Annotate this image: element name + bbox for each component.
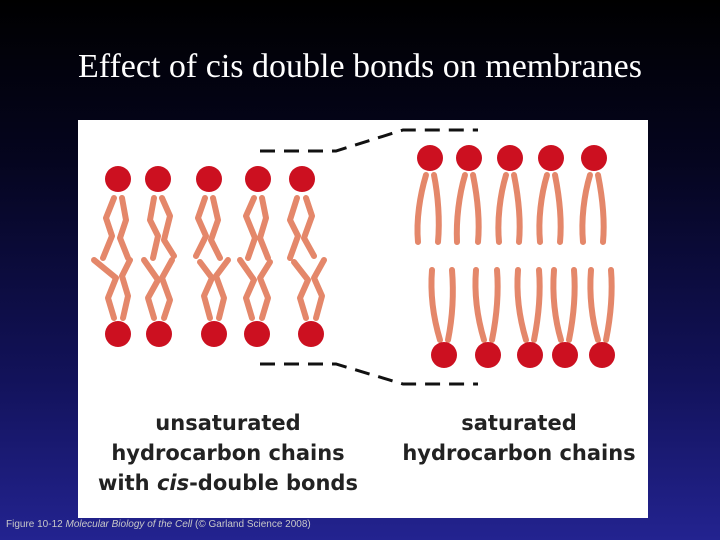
top-dashed-line	[260, 128, 478, 153]
dashed-connector-lines	[260, 128, 478, 386]
membrane-figure: unsaturated hydrocarbon chains with cis-…	[78, 120, 648, 518]
slide-title: Effect of cis double bonds on membranes	[77, 48, 642, 85]
saturated-lower-leaflet	[428, 267, 615, 368]
unsaturated-tails-upper	[100, 195, 317, 261]
saturated-tails-lower	[428, 267, 615, 343]
figure-number: Figure 10-12	[6, 519, 63, 530]
phospholipid-head-icon	[431, 342, 615, 368]
phospholipid-head-icon	[105, 321, 324, 347]
book-title: Molecular Biology of the Cell	[65, 519, 193, 530]
saturated-tails-upper	[414, 172, 607, 245]
unsaturated-lower-leaflet	[91, 257, 327, 347]
figure-credit: Figure 10-12 Molecular Biology of the Ce…	[6, 519, 311, 530]
phospholipid-head-icon	[417, 145, 607, 171]
saturated-chains-label: saturated hydrocarbon chains	[402, 411, 636, 465]
unsaturated-tails-lower	[91, 257, 327, 321]
unsaturated-upper-leaflet	[100, 166, 317, 261]
publisher-credit: (© Garland Science 2008)	[195, 519, 311, 530]
membrane-diagram	[91, 128, 615, 386]
unsaturated-chains-label: unsaturated hydrocarbon chains with cis-…	[98, 411, 358, 495]
saturated-upper-leaflet	[414, 145, 607, 245]
bottom-dashed-line	[260, 362, 478, 386]
phospholipid-head-icon	[105, 166, 315, 192]
